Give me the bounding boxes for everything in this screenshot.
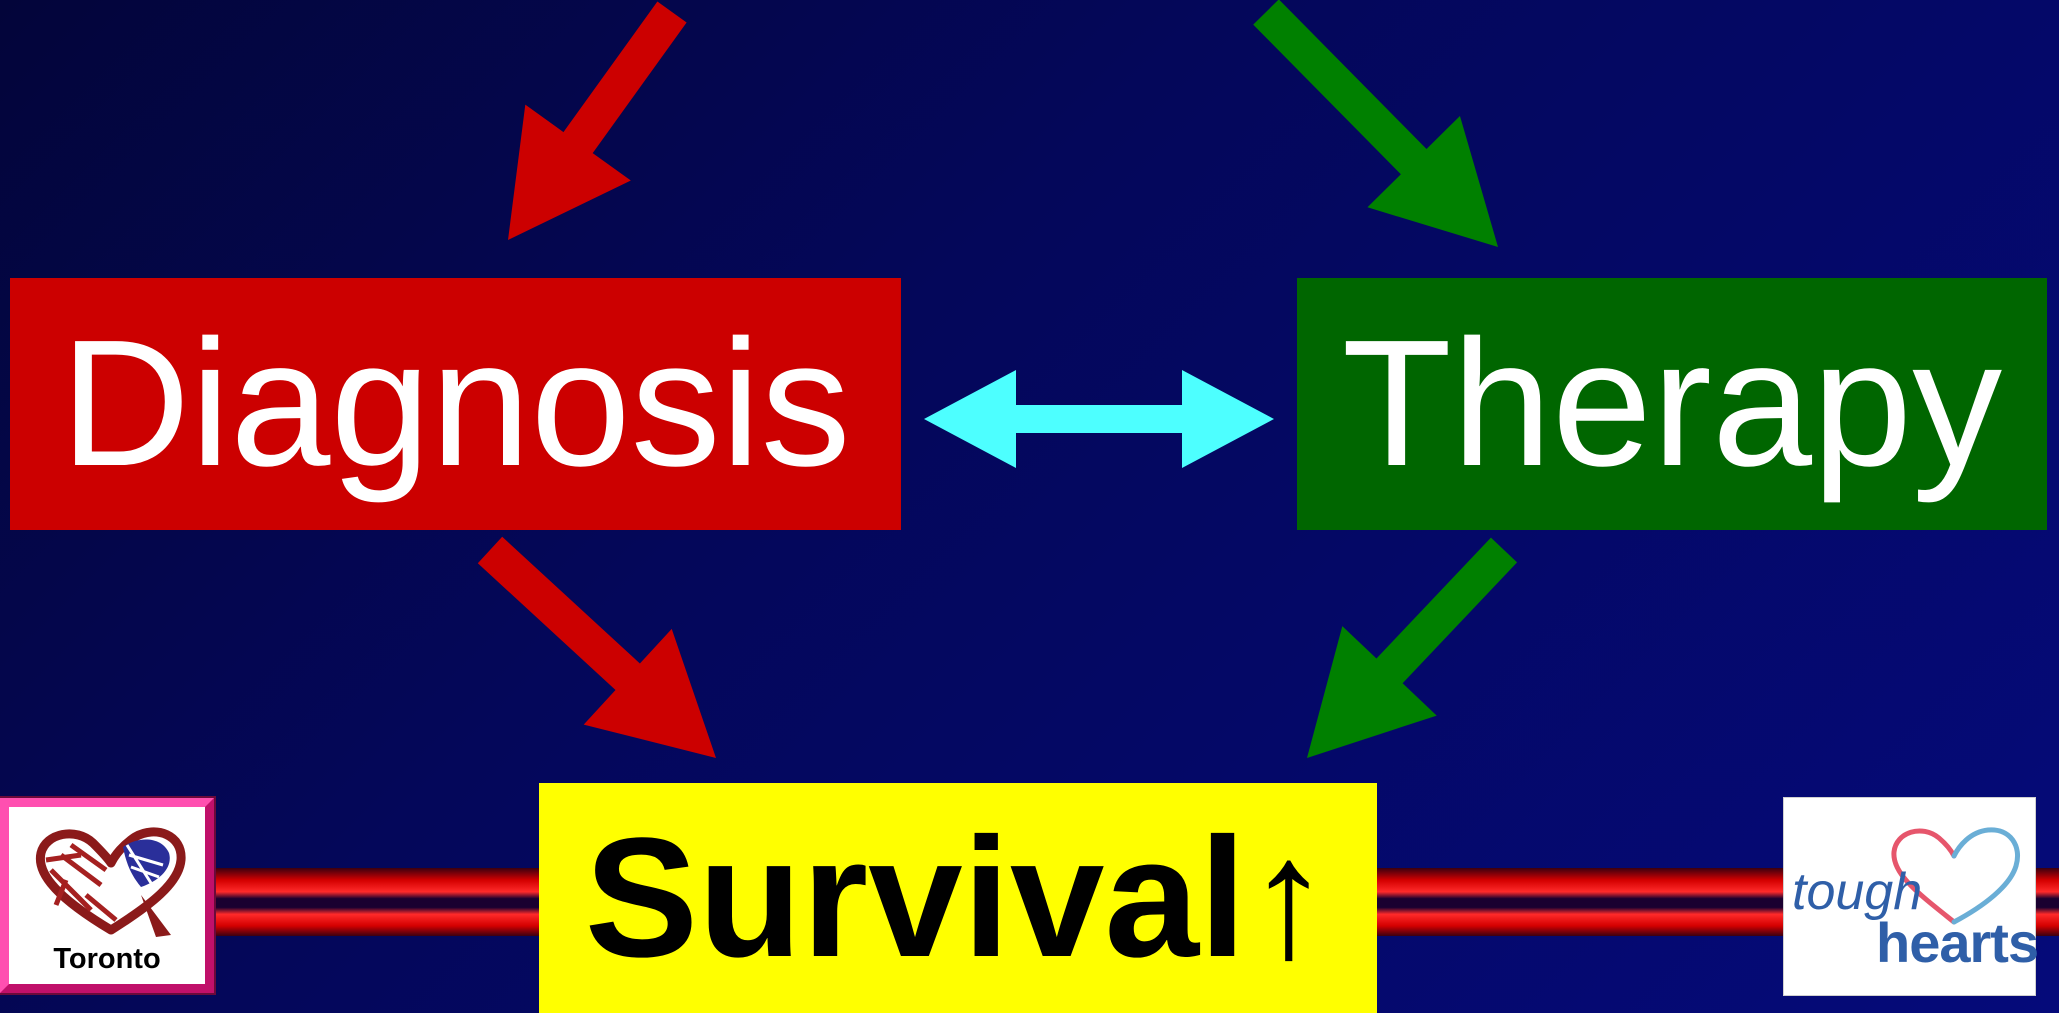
stripe-left [213, 868, 539, 936]
scribbled-heart-icon [35, 827, 186, 937]
diagnosis-label: Diagnosis [60, 303, 851, 504]
toronto-label: Toronto [53, 943, 161, 975]
arrow-diagnosis-to-therapy [924, 370, 1274, 468]
tough-hearts-logo: tough hearts [1783, 797, 2039, 996]
heart-outline-icon [1891, 827, 2020, 925]
arrow-diagnosis-to-survival [477, 536, 716, 758]
toronto-logo: Toronto [0, 796, 216, 995]
hearts-word: hearts [1876, 911, 2039, 974]
arrow-above-to-diagnosis [508, 1, 687, 240]
therapy-label: Therapy [1341, 303, 2003, 504]
survival-label: Survival↑ [584, 803, 1332, 993]
diagnosis-box: Diagnosis [10, 278, 901, 530]
tough-word: tough [1792, 863, 1923, 921]
survival-box: Survival↑ [539, 783, 1377, 1013]
arrow-above-to-therapy [1253, 0, 1498, 247]
arrow-therapy-to-survival [1307, 537, 1518, 758]
therapy-box: Therapy [1297, 278, 2047, 530]
